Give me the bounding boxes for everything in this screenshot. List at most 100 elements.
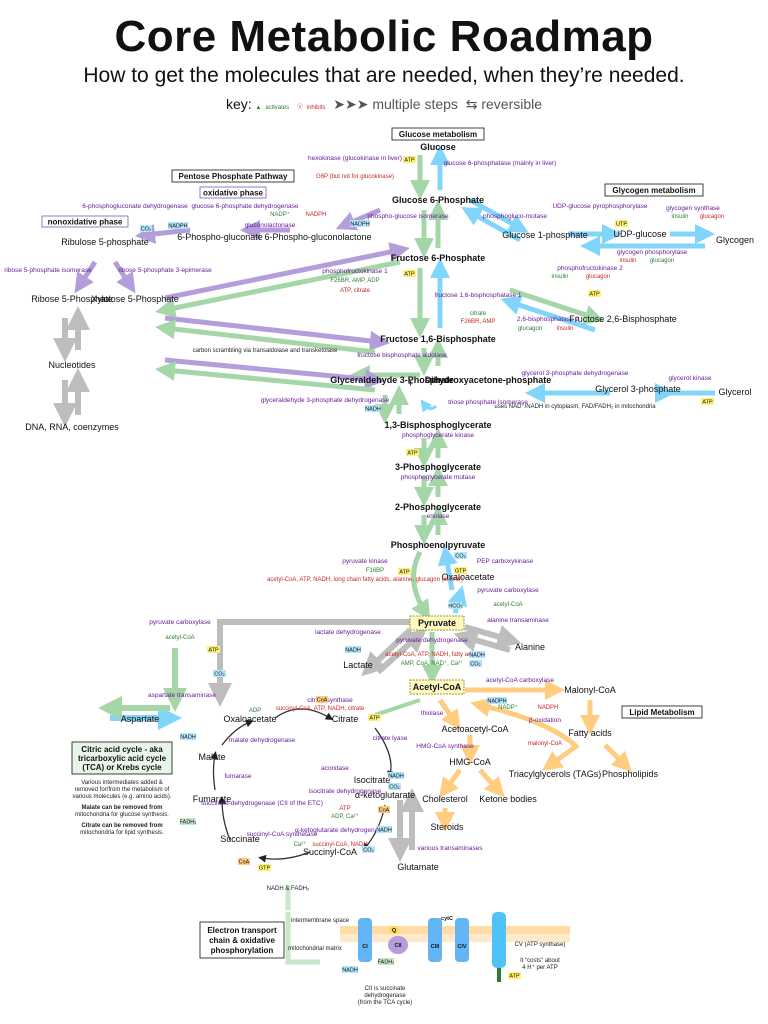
co2-pill-pgd-label: CO₂ (141, 227, 151, 233)
succinylcoa-label: Succinyl-CoA (303, 847, 357, 857)
pc2-label: pyruvate carboxylase (149, 619, 211, 626)
nadh-pill-mdh-label: NADH (180, 735, 196, 741)
lipid-label: Lipid Metabolism (629, 708, 694, 717)
tags-label: Triacylglycerols (TAGs) (509, 769, 602, 779)
page-title: Core Metabolic Roadmap (114, 12, 654, 61)
tca-note-6: Citrate can be removed from (81, 823, 162, 829)
idh-activator: ADP, Ca²⁺ (331, 813, 359, 820)
xylulose5p-label: Xylulose 5-Phosphate (91, 294, 179, 304)
ubiquinone-label: Q (392, 928, 397, 934)
acc-activator: NADP⁺ (498, 704, 518, 711)
aspartate-label: Aspartate (121, 714, 160, 724)
pgmut-label: phosphoglycerate mutase (401, 474, 476, 481)
pgluconate-label: 6-Phospho-gluconate (177, 232, 263, 242)
legend: key: ▲ activates ⓧ inhibits ➤➤➤ multiple… (0, 96, 768, 113)
co2-pill-pdh (469, 660, 482, 667)
rpe-label: ribose 5-phosphate 3-epimerase (118, 267, 212, 274)
inhibits-icon: ⓧ (296, 105, 303, 111)
page-subtitle: How to get the molecules that are needed… (83, 64, 685, 87)
fbpase1-activator: citrate (470, 311, 487, 317)
pepck-label: PEP carboxykinase (477, 558, 534, 565)
pfk1-activator: F26BR, AMP, ADP (330, 278, 379, 284)
pyruvate-label: Pyruvate (418, 618, 456, 628)
tca-box (71, 741, 173, 775)
pglucono-label: 6-Phospho-gluconolactone (264, 232, 371, 242)
alt-label: alanine transaminase (487, 617, 549, 624)
activates-icon: ▲ (255, 105, 262, 111)
fadh2-pill (180, 818, 196, 825)
cii-note-1: CII is succinate (365, 986, 406, 992)
nucleotides-label: Nucleotides (48, 360, 96, 370)
fbpase2-label: 2,6-bisphosphatase 2 (517, 316, 580, 323)
oaa-top-label: Oxaloacetate (441, 572, 494, 582)
etc-arrows (285, 885, 320, 965)
g6pd-activator: NADP⁺ (270, 211, 290, 218)
ketone-label: Ketone bodies (479, 794, 537, 804)
co2-pill-idh (388, 783, 401, 790)
tca-label-line2: tricarboxylic acid cycle (78, 754, 167, 763)
legend-inhibits: inhibits (306, 105, 326, 111)
transaminases-label: various transaminases (417, 845, 483, 852)
tca-notes: Various intermediates added & removed fo… (72, 780, 310, 892)
glycerol3p-label: Glycerol 3-phosphate (595, 384, 681, 394)
fadh2-pill-etc-label: FADH₂ (378, 960, 395, 966)
hmgcoa-label: HMG-CoA (449, 757, 491, 767)
akgdh-activator: Ca²⁺ (294, 841, 307, 848)
pyruvate-box (409, 615, 465, 631)
gphos-inhibitor: insulin (619, 258, 636, 264)
cofactors: ATP ATP NADH ATP ATP CO₂ GTP HCO₃ NADH C… (140, 156, 714, 872)
complex-ii (388, 936, 408, 954)
pdh-inhibitor: acetyl-CoA, ATP, NADH, fatty acids (385, 652, 478, 658)
etc-label-line3: phosphorylation (211, 946, 274, 955)
boxidation-inhibitor: malonyl-CoA (528, 741, 562, 747)
intermembrane-label: intermembrane space (291, 918, 350, 924)
glycogen-arrows (461, 197, 715, 403)
hco3-pill-label: HCO₃ (448, 604, 462, 610)
gap-label: Glyceraldehyde 3-Phosphate (330, 375, 454, 385)
malonylcoa-label: Malonyl-CoA (564, 685, 616, 695)
atp-pill-pfk (403, 270, 416, 277)
hexokinase-inhibitor: G6P (but not for glucokinase) (316, 174, 394, 180)
atp-pill-lyase-label: ATP (369, 716, 380, 722)
nadh-pill-akg-label: NADH (376, 828, 392, 834)
ppp-label: Pentose Phosphate Pathway (179, 172, 288, 181)
gapdh-label: glyceraldehyde 3-phosphate dehydrogenase (261, 397, 390, 404)
g6p-label: Glucose 6-Phosphate (392, 195, 484, 205)
nadh-pill-gapdh (365, 405, 381, 412)
atp-pill (403, 156, 416, 163)
coa-pill-cs (316, 696, 328, 703)
tca-note-5: mitochondria for glucose synthesis. (75, 812, 169, 818)
legend-label: key: (225, 96, 252, 112)
matrix-label: mitochondrial matrix (288, 946, 342, 952)
hexokinase-label: hexokinase (glucokinase in liver) (308, 155, 402, 162)
fbpase1-label: fructose 1,6-bisphosphatase 1 (434, 292, 521, 299)
pfk1-label: phosphofructokinase 1 (322, 268, 388, 275)
pgk-label: phosphoglycerate kinase (402, 432, 474, 439)
legend-activates: activates (265, 105, 290, 111)
phospholipids-label: Phospholipids (602, 769, 659, 779)
tca-note-3: various molecules (e.g. amino acids). (72, 794, 171, 800)
idh-inhibitor: ATP (339, 806, 350, 812)
co2-pill-pepck (454, 552, 467, 559)
cs-activator: ADP (249, 708, 261, 714)
ppp-arrows (74, 207, 410, 393)
molecule-labels: Glucose Glucose 6-Phosphate Fructose 6-P… (25, 142, 754, 872)
atp-pill-pgk (406, 449, 419, 456)
fbpase2-inhibitor: insulin (556, 326, 573, 332)
co2-pill-akg (362, 846, 375, 853)
complex-v (492, 912, 506, 968)
tca-label-line1: Citric acid cycle - aka (81, 745, 163, 754)
co2-pill-pepck-label: CO₂ (455, 554, 465, 560)
gsyn-activator: insulin (671, 214, 688, 220)
complex-iii-label: CIII (431, 944, 440, 950)
pfk2-label: phosphofructokinase 2 (557, 265, 623, 272)
complex-iv (455, 918, 469, 962)
nadph-pill-acc-label: NADPH (487, 699, 506, 705)
atp-pill-pgk-label: ATP (407, 451, 418, 457)
g6pd-inhibitor: NADPH (305, 212, 326, 218)
atp-note-1: It “costs” about (520, 958, 560, 964)
nucleotide-arrows (53, 306, 522, 862)
lactonase-label: gluconolactonase (245, 222, 296, 229)
atp-pill-pc (207, 646, 220, 653)
nonoxidative-box (41, 215, 129, 228)
